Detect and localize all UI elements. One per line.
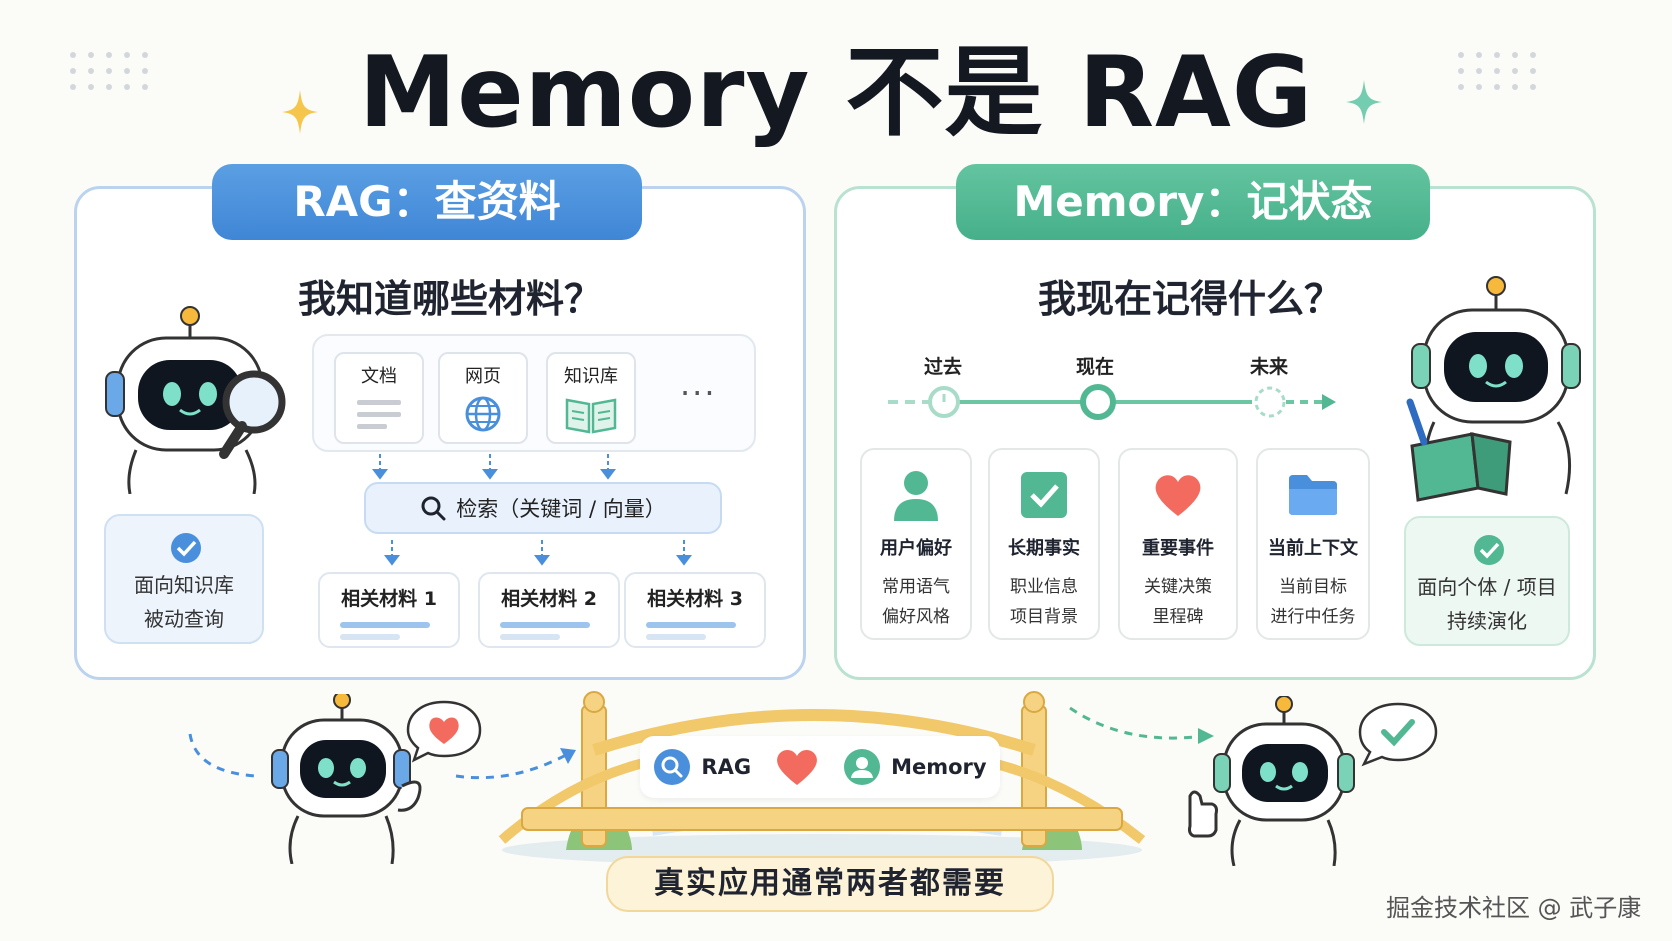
memory-card-line: 项目背景 xyxy=(1010,607,1078,627)
heart-speech-bubble-icon xyxy=(406,700,482,763)
decor-dots-right xyxy=(1458,52,1538,90)
rag-note-line: 面向知识库 xyxy=(134,573,234,597)
sparkle-icon xyxy=(1346,80,1382,124)
result-label: 相关材料 2 xyxy=(501,588,597,610)
memory-card-line: 常用语气 xyxy=(882,577,950,597)
search-label: 检索（关键词 / 向量） xyxy=(456,497,666,521)
timeline-label-past: 过去 xyxy=(924,356,963,378)
memory-card-long-term-facts: 长期事实 职业信息 项目背景 xyxy=(988,448,1100,640)
folder-icon xyxy=(1289,475,1337,515)
conclusion-banner: 真实应用通常两者都需要 xyxy=(606,856,1054,912)
memory-card-title: 重要事件 xyxy=(1142,538,1214,559)
result-label: 相关材料 1 xyxy=(341,588,437,610)
bridge-rag-label: RAG xyxy=(701,755,752,779)
user-circle-icon xyxy=(844,749,881,785)
source-card-knowledge-base: 知识库 xyxy=(546,352,636,444)
source-card-webpage: 网页 xyxy=(438,352,528,444)
timeline-label-now: 现在 xyxy=(1076,356,1115,378)
decor-dots-left xyxy=(70,52,150,90)
memory-card-title: 当前上下文 xyxy=(1268,538,1358,559)
memory-card-line: 关键决策 xyxy=(1144,577,1212,597)
result-card: 相关材料 2 xyxy=(478,572,620,648)
memory-card-line: 里程碑 xyxy=(1152,607,1204,627)
more-sources-ellipsis: ··· xyxy=(680,374,717,412)
heart-icon xyxy=(777,749,817,785)
check-speech-bubble-icon xyxy=(1358,702,1438,767)
timeline xyxy=(888,384,1336,420)
check-circle-icon xyxy=(1474,535,1504,565)
dashed-arrow-left xyxy=(455,748,576,780)
memory-card-line: 当前目标 xyxy=(1279,577,1347,597)
robot-thumbs-up-illustration xyxy=(1188,696,1355,866)
page-title: Memory 不是 RAG xyxy=(358,36,1314,150)
result-card: 相关材料 3 xyxy=(624,572,766,648)
memory-card-title: 长期事实 xyxy=(1008,538,1080,559)
source-card-document: 文档 xyxy=(334,352,424,444)
memory-summary-note: 面向个体 / 项目 持续演化 xyxy=(1404,516,1570,646)
robot-reading-illustration xyxy=(1406,276,1581,502)
memory-card-user-preference: 用户偏好 常用语气 偏好风格 xyxy=(860,448,972,640)
bridge-memory-label: Memory xyxy=(891,755,987,779)
sparkle-icon xyxy=(282,90,318,134)
checkbox-icon xyxy=(1021,472,1067,518)
search-circle-icon xyxy=(654,749,691,785)
result-card: 相关材料 1 xyxy=(318,572,460,648)
globe-icon xyxy=(465,396,501,432)
rag-summary-note: 面向知识库 被动查询 xyxy=(104,514,264,644)
memory-card-current-context: 当前上下文 当前目标 进行中任务 xyxy=(1256,448,1370,640)
memory-card-key-events: 重要事件 关键决策 里程碑 xyxy=(1118,448,1238,640)
retrieval-search-bar: 检索（关键词 / 向量） xyxy=(364,482,722,534)
rag-tab: RAG：查资料 xyxy=(212,164,642,240)
memory-card-line: 职业信息 xyxy=(1010,577,1078,597)
timeline-label-future: 未来 xyxy=(1250,356,1289,378)
source-label: 网页 xyxy=(465,366,501,387)
memory-card-line: 进行中任务 xyxy=(1270,607,1356,627)
watermark: 掘金技术社区 @ 武子康 xyxy=(1386,894,1642,922)
rag-question: 我知道哪些材料？ xyxy=(297,277,602,321)
memory-card-title: 用户偏好 xyxy=(880,538,952,559)
heart-icon xyxy=(1155,475,1201,516)
memory-note-line: 持续演化 xyxy=(1447,609,1527,633)
dashed-arrow-right xyxy=(1069,706,1214,744)
robot-waving-illustration xyxy=(188,694,422,864)
source-label: 知识库 xyxy=(564,366,618,387)
robot-magnifier-illustration xyxy=(105,306,286,494)
memory-tab: Memory：记状态 xyxy=(956,164,1430,240)
search-icon xyxy=(421,496,446,521)
memory-card-line: 偏好风格 xyxy=(882,607,950,627)
result-label: 相关材料 3 xyxy=(647,588,743,610)
source-label: 文档 xyxy=(361,366,397,387)
rag-note-line: 被动查询 xyxy=(144,607,224,631)
sources-to-search-arrows xyxy=(372,454,616,480)
memory-question: 我现在记得什么？ xyxy=(1037,277,1342,321)
rag-memory-pill: RAG Memory xyxy=(640,736,1000,798)
check-circle-icon xyxy=(171,533,201,563)
user-icon xyxy=(894,471,938,521)
search-to-results-arrows xyxy=(384,540,692,566)
document-icon xyxy=(357,400,401,429)
open-book-icon xyxy=(565,398,617,434)
memory-note-line: 面向个体 / 项目 xyxy=(1417,575,1557,599)
